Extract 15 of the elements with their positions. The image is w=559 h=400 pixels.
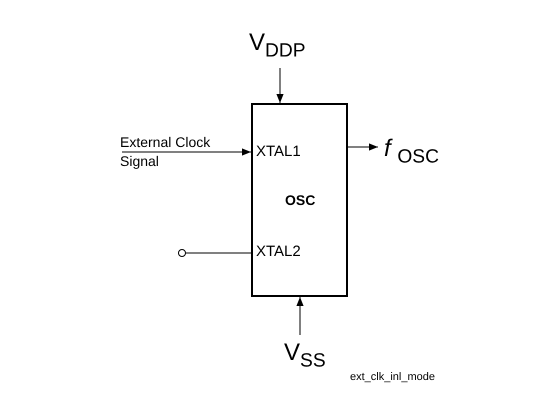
oscillator-block [251,103,348,297]
pin-label: XTAL2 [256,243,301,260]
connector-line [186,252,252,254]
ground-label: V$_{SS}$ [284,340,327,372]
supply-label: V$_{DDP}$ [249,30,307,62]
arrow [296,296,304,336]
pin-label: XTAL1 [256,143,301,160]
figure-id: ext_clk_inl_mode [350,371,435,383]
arrow [348,143,378,151]
terminal-circle [178,249,186,257]
arrow [276,68,284,104]
block-name: OSC [285,192,316,208]
input-signal-label: External Clock Signal [120,133,212,171]
arrow [122,148,252,156]
output-label: f $_{OSC}$ [384,136,440,168]
